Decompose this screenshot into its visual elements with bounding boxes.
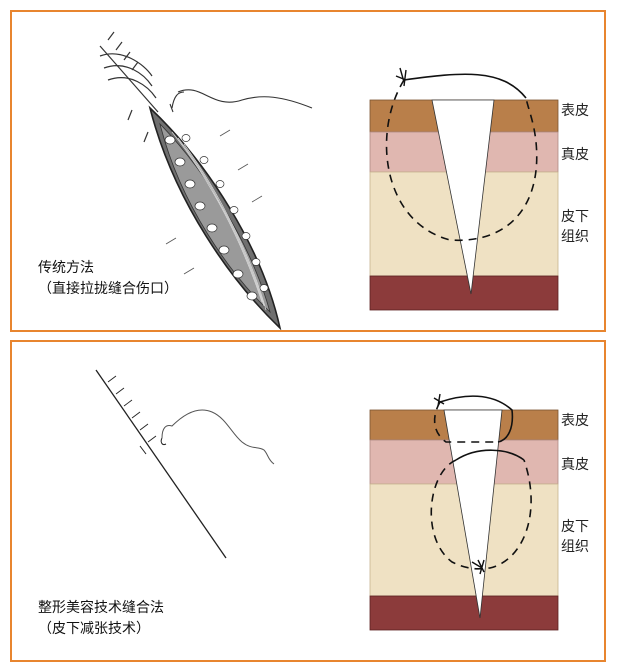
suture-stitches: [99, 31, 159, 143]
suture-knot: [395, 67, 407, 87]
label-epidermis: 表皮: [561, 413, 589, 429]
lower-suture-dashed: [430, 459, 532, 570]
label-dermis: 真皮: [561, 457, 589, 473]
lower-knot: [471, 559, 485, 575]
wound-gap: [431, 99, 495, 295]
open-wound-drawing: [148, 105, 282, 330]
wound-inner-tissue: [159, 122, 271, 314]
skin-hatch-marks: [165, 129, 263, 275]
needle-and-thread: [169, 89, 313, 113]
suture-loop: [403, 73, 527, 99]
upper-suture-loop: [439, 395, 514, 443]
lower-suture-solid: [455, 449, 525, 461]
label-dermis: 真皮: [561, 147, 589, 163]
cosmetic-skin-cross-section: [369, 393, 559, 631]
upper-knot: [433, 393, 445, 407]
caption-subtitle: （直接拉拢缝合伤口）: [38, 281, 178, 297]
traditional-illustration: [99, 31, 559, 330]
label-subcutaneous-2: 组织: [561, 229, 589, 245]
label-epidermis: 表皮: [561, 103, 589, 119]
muscle-layer: [369, 275, 559, 311]
wound-gap: [443, 409, 503, 619]
cosmetic-caption: 整形美容技术缝合法 （皮下减张技术）: [38, 598, 164, 640]
muscle-layer: [369, 595, 559, 631]
incision-line: [95, 369, 227, 559]
suture-dashed: [385, 79, 538, 241]
label-subcutaneous-1: 皮下: [561, 209, 589, 225]
traditional-method-panel: 传统方法 （直接拉拢缝合伤口） 表皮 真皮 皮下 组织: [10, 10, 606, 332]
wound-striations: [171, 131, 267, 311]
traditional-skin-cross-section: [369, 67, 559, 311]
label-subcutaneous-1: 皮下: [561, 519, 589, 535]
fat-globules: [164, 134, 269, 301]
cosmetic-illustration: [95, 369, 559, 631]
cosmetic-method-panel: 整形美容技术缝合法 （皮下减张技术） 表皮 真皮 皮下 组织: [10, 340, 606, 662]
caption-title: 传统方法: [38, 260, 94, 276]
needle-and-thread: [161, 409, 275, 465]
traditional-caption: 传统方法 （直接拉拢缝合伤口）: [38, 258, 178, 300]
caption-title: 整形美容技术缝合法: [38, 600, 164, 616]
upper-suture-dashed: [433, 401, 498, 443]
caption-subtitle: （皮下减张技术）: [38, 621, 150, 637]
closed-incision-drawing: [95, 369, 275, 559]
incision-hash-marks: [107, 375, 157, 443]
label-subcutaneous-2: 组织: [561, 539, 589, 555]
